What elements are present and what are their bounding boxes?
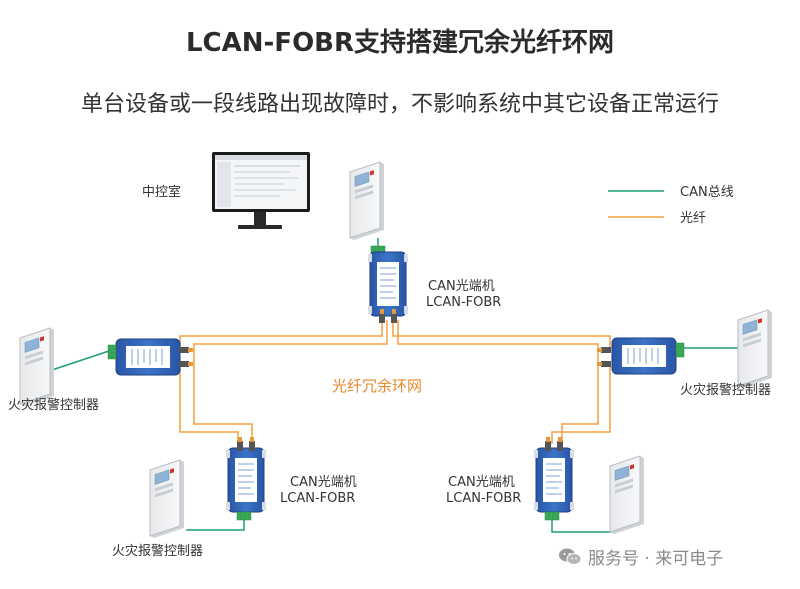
converter-right bbox=[611, 337, 677, 375]
fiber-ring-label: 光纤冗余环网 bbox=[332, 377, 422, 395]
legend-fiber-label: 光纤 bbox=[680, 211, 706, 226]
converter-bottom-left-label-line1: CAN光端机 bbox=[290, 475, 357, 490]
fire-alarm-right-label: 火灾报警控制器 bbox=[680, 382, 771, 398]
converter-left bbox=[115, 338, 181, 376]
fire-alarm-cabinet-top bbox=[349, 161, 385, 241]
fiber-connector-left-2 bbox=[179, 361, 193, 367]
converter-bottom-left-label-line2: LCAN-FOBR bbox=[280, 491, 355, 506]
control-room-pc bbox=[212, 152, 310, 229]
fire-alarm-cabinet-bottom-left bbox=[149, 459, 185, 539]
footer-text: 服务号 · 来可电子 bbox=[588, 549, 724, 569]
terminal-right bbox=[675, 342, 685, 358]
fiber-connector-right-1 bbox=[597, 347, 611, 353]
terminal-bottom-left bbox=[236, 511, 252, 521]
converter-bottom-left bbox=[225, 447, 267, 513]
converter-bottom-right bbox=[533, 447, 575, 513]
legend: CAN总线 光纤 bbox=[608, 185, 734, 226]
fire-alarm-bottom-label: 火灾报警控制器 bbox=[112, 543, 203, 559]
converter-top-label-line1: CAN光端机 bbox=[428, 279, 495, 294]
converter-top-label-line2: LCAN-FOBR bbox=[426, 295, 501, 310]
terminal-left bbox=[107, 344, 117, 360]
wechat-icon bbox=[559, 548, 582, 565]
fire-alarm-cabinet-bottom-right bbox=[609, 455, 645, 535]
fire-alarm-left-label: 火灾报警控制器 bbox=[8, 397, 99, 413]
terminal-bottom-right bbox=[544, 511, 560, 521]
fiber-connector-br-1 bbox=[545, 437, 551, 451]
legend-can-bus-label: CAN总线 bbox=[680, 185, 734, 200]
footer-watermark: 服务号 · 来可电子 bbox=[558, 544, 723, 569]
page-subtitle: 单台设备或一段线路出现故障时，不影响系统中其它设备正常运行 bbox=[80, 92, 719, 117]
control-room-label: 中控室 bbox=[142, 184, 181, 200]
fire-alarm-cabinet-right bbox=[737, 309, 773, 389]
converter-bottom-right-label-line2: LCAN-FOBR bbox=[446, 491, 521, 506]
page-title: LCAN-FOBR支持搭建冗余光纤环网 bbox=[185, 28, 615, 58]
converter-bottom-right-label-line1: CAN光端机 bbox=[448, 475, 515, 490]
fiber-ring bbox=[179, 320, 611, 444]
converter-top bbox=[367, 251, 409, 317]
fiber-connector-right-2 bbox=[597, 361, 611, 367]
fiber-connector-left-1 bbox=[179, 347, 193, 353]
fire-alarm-cabinet-left bbox=[19, 327, 55, 407]
fiber-connector-bl-2 bbox=[249, 437, 255, 451]
